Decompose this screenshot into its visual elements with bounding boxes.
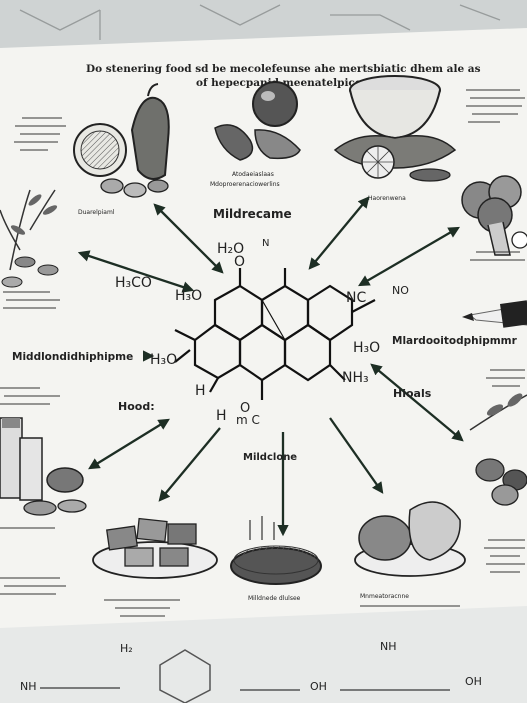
arrow-top-right [308,196,370,270]
label-right-mid: Mlardooitodphipmmr [392,335,518,347]
arrow-bottom-right-diag [329,417,384,494]
label-h-left: H [195,383,206,399]
arrow-bottom-center-left [158,427,221,502]
label-o-top: O [234,254,245,270]
label-left-food: Hood: [118,400,155,413]
molecule-labels: H₃O H₃CO H₃O H H m C O H₂O N NC NO H₃O N… [115,238,409,427]
pen [462,300,527,328]
bottom-sheet-nh-left: NH [20,680,37,693]
caption-top-center-1: Atodaeiaslaas [232,171,274,178]
label-h3o-right: H₃O [353,340,380,356]
title-line-1: Do stenering food sd be mecolefeunse ahe… [86,63,481,75]
bottom-sheet-oh-center: OH [310,680,327,693]
citrus-pepper-illustration: Duarelpiaml [73,83,170,216]
label-right-food: Hioals [393,387,432,400]
label-h3o-mid: H₃O [150,352,177,368]
fruit-pod-illustration: Atodaeiaslaas Mdoproerenaciowerlins [210,81,301,188]
label-nc-right: NC [346,290,366,306]
caption-top-right: Haorenwena [368,195,406,202]
label-no-right: NO [392,284,409,297]
arrow-left [77,250,195,293]
olive-branch-illustration [469,393,527,506]
central-labels: Mildrecame Mildclone Middlondidhiphipme … [12,207,518,463]
tofu-plate-illustration [92,517,218,579]
label-left-mid: Middlondidhiphipme [12,351,133,363]
vegetable-plate-illustration: Mnmeatoracnne [354,501,466,600]
supplement-bottle-illustration [0,417,87,516]
central-molecule [174,268,376,400]
arrow-top-left [153,203,224,274]
caption-bottom-right: Mnmeatoracnne [360,593,409,600]
bottom-sheet-oh-right: OH [465,675,482,688]
arrow-bottom-right [370,363,464,442]
label-nh3: NH₃ [342,370,369,386]
bowl-illustration: Haorenwena [333,75,457,202]
caption-top-center-2: Mdoproerenaciowerlins [210,181,280,188]
paper-sheet [0,28,527,642]
label-h3o-left: H₃O [175,288,202,304]
bottom-sheet-nh-right: NH [380,640,397,653]
arrow-bottom-left [88,418,170,470]
arrow-right [358,226,460,287]
grain-dish-illustration: Milldnede dlulsee [230,516,322,602]
caption-top-left: Duarelpiaml [78,209,115,216]
bottom-sheet-h2: H₂ [120,642,133,655]
label-h3co: H₃CO [115,275,152,291]
arrows [77,196,464,537]
label-center-bottom: Mildclone [243,452,297,463]
label-h2o-top: H₂O [217,241,244,257]
label-h-center: H [216,408,227,424]
herb-illustration [0,189,59,288]
label-center-top: Mildrecame [213,207,292,221]
label-n-top: N [262,238,269,249]
broccoli-illustration [461,175,527,256]
label-nc-center: m C [236,413,260,427]
food-illustrations: Duarelpiaml Atodaeiaslaas Mdoproerenacio… [0,75,527,602]
caption-scribbles [0,89,525,617]
caption-bottom-center: Milldnede dlulsee [248,595,301,602]
label-o-bottom: O [240,401,250,416]
